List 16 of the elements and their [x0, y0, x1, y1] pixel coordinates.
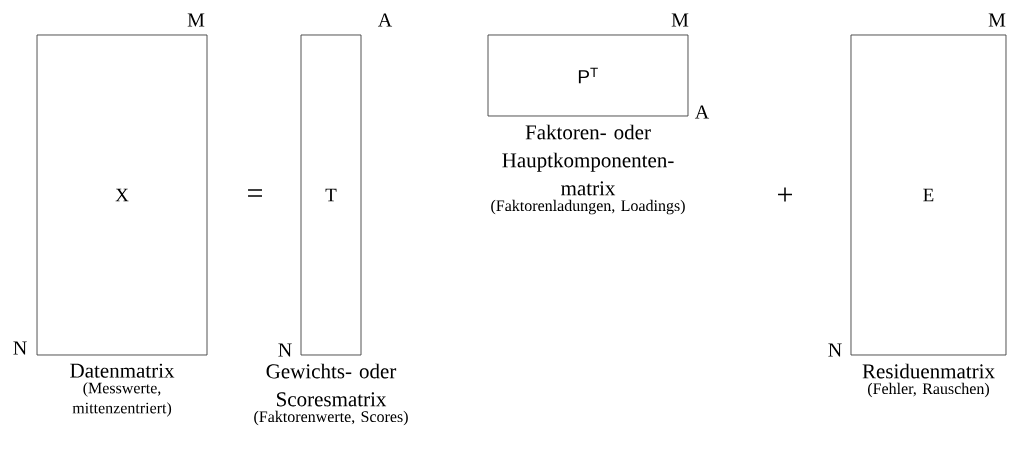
node-label: Gewichts- oder Scoresmatrix: [266, 363, 397, 407]
node-label: Faktoren- oder Hauptkomponenten- matrix: [502, 124, 674, 196]
node-label: (Messwerte, mittenzentriert): [72, 382, 172, 417]
dimension-label: +: [778, 187, 792, 202]
node-label: (Fehler, Rauschen): [868, 382, 989, 398]
node-label: (Faktorenwerte, Scores): [254, 410, 408, 426]
node-label: Datenmatrix: [70, 363, 175, 378]
matrix-box: P$^{T}$: [487, 34, 689, 117]
matrix-box: X: [36, 34, 208, 356]
node-label: (Faktorenladungen, Loadings): [491, 199, 685, 215]
node-label: Residuenmatrix: [862, 363, 995, 379]
matrix-box: T: [300, 34, 362, 356]
dimension-label: A: [694, 105, 710, 119]
dimension-label: =: [248, 189, 262, 197]
matrix-box: E: [850, 34, 1007, 356]
dimension-label: A: [377, 13, 393, 27]
